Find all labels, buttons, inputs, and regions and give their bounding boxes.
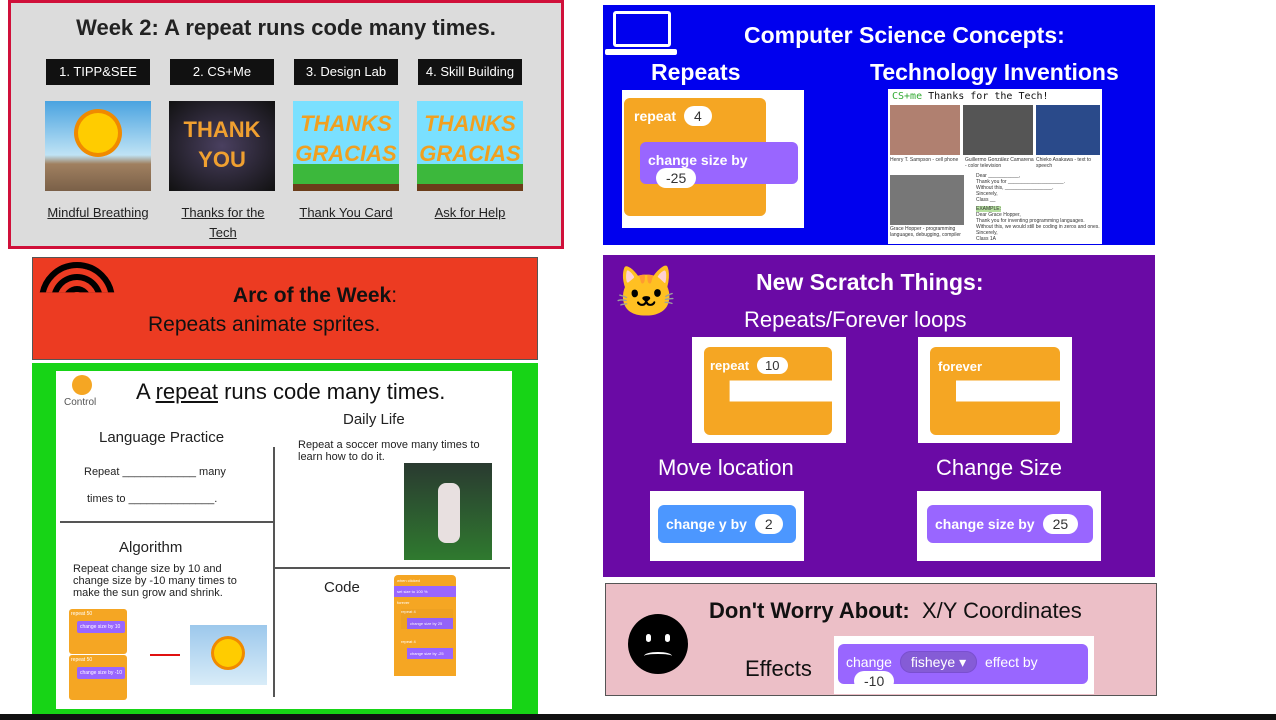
repeat-label: repeat (634, 108, 677, 124)
tab-cs-me[interactable]: 2. CS+Me (170, 59, 274, 85)
code-heading: Code (324, 579, 360, 596)
link-ask-for-help[interactable]: Ask for Help (434, 205, 506, 220)
thanks-gracias-image-2[interactable]: THANKS GRACIAS (417, 101, 523, 191)
tab-skill-building[interactable]: 4. Skill Building (418, 59, 522, 85)
dont-worry-title: Don't Worry About: (709, 598, 910, 623)
link-thank-you-card[interactable]: Thank You Card (299, 205, 393, 220)
worried-face-icon (628, 614, 688, 674)
code-script: when clicked set size to 100 % forever r… (394, 575, 456, 705)
link-thanks-for-tech[interactable]: Thanks for the Tech (181, 205, 265, 240)
change-size-label: change size by (648, 152, 748, 168)
scratch-subtitle: Repeats/Forever loops (744, 307, 967, 332)
soccer-player-image (404, 463, 492, 560)
daily-life-heading: Daily Life (343, 411, 405, 428)
person-caption: Guillermo González Camarena - color tele… (965, 157, 1034, 169)
thanks-gracias-image[interactable]: THANKS GRACIAS (293, 101, 399, 191)
thank-you-image[interactable]: THANK YOU (169, 101, 275, 191)
cs-me-brand: CS+me (892, 91, 923, 102)
repeat-value: 4 (684, 106, 712, 126)
forever-loop-image: forever (918, 337, 1072, 443)
laptop-base-icon (605, 49, 677, 55)
control-category-icon (72, 375, 92, 395)
week-panel: Week 2: A repeat runs code many times. 1… (8, 0, 564, 249)
scratch-cat-icon: 🐱 (615, 264, 678, 320)
xy-coordinates-label: X/Y Coordinates (921, 598, 1082, 623)
repeats-heading: Repeats (651, 59, 741, 85)
daily-life-text: Repeat a soccer move many times to learn… (298, 439, 480, 463)
link-mindful-breathing[interactable]: Mindful Breathing (47, 205, 149, 220)
algorithm-heading: Algorithm (119, 539, 183, 556)
week-title: Week 2: A repeat runs code many times. (76, 15, 496, 40)
repeat-block-image: repeat 4 change size by-25 (622, 90, 804, 228)
thanks-for-tech-image: CS+me Thanks for the Tech! Henry T. Samp… (888, 89, 1102, 244)
tech-inventions-heading: Technology Inventions (870, 59, 1119, 85)
language-practice-heading: Language Practice (99, 429, 225, 446)
worksheet: Control A repeat runs code many times. L… (56, 371, 512, 709)
person-caption: Grace Hopper - programming languages, de… (890, 226, 961, 238)
cs-concepts-panel: Computer Science Concepts: Repeats Techn… (603, 5, 1155, 245)
scratch-title: New Scratch Things: (756, 269, 984, 295)
effect-block-image: change fisheye ▾ effect by-10 (834, 636, 1094, 694)
sun-image (190, 625, 267, 685)
person-caption: Chieko Asakawa - text to speech (1036, 157, 1092, 169)
effects-label: Effects (745, 656, 812, 681)
cs-title: Computer Science Concepts: (744, 22, 1065, 48)
algorithm-text: Repeat change size by 10 and change size… (73, 563, 237, 599)
worksheet-panel: Control A repeat runs code many times. L… (32, 363, 538, 716)
language-line-1: Repeat ____________ many (84, 466, 226, 478)
tab-tipp-see[interactable]: 1. TIPP&SEE (46, 59, 150, 85)
arc-subtitle: Repeats animate sprites. (148, 313, 381, 336)
control-label: Control (64, 397, 97, 408)
change-size-value: -25 (656, 168, 697, 188)
move-location-heading: Move location (658, 455, 794, 480)
arrow-right-icon (150, 654, 180, 656)
worksheet-title: A repeat runs code many times. (136, 379, 446, 404)
letter-template: Dear ___________,Thank you for _________… (976, 173, 1100, 242)
new-scratch-things-panel: 🐱 New Scratch Things: Repeats/Forever lo… (603, 255, 1155, 577)
sun-image[interactable] (45, 101, 151, 191)
person-caption: Henry T. Sampson - cell phone (890, 157, 959, 163)
bottom-bar (0, 714, 1276, 720)
tech-title: Thanks for the Tech! (928, 91, 1049, 102)
dont-worry-panel: Don't Worry About: X/Y Coordinates Effec… (605, 583, 1157, 696)
tab-design-lab[interactable]: 3. Design Lab (294, 59, 398, 85)
laptop-icon (613, 11, 671, 47)
arc-of-week-panel: Arc of the Week: Repeats animate sprites… (32, 257, 538, 360)
change-size-heading: Change Size (936, 455, 1062, 480)
language-line-2: times to ______________. (87, 493, 218, 505)
arc-title: Arc of the Week (232, 284, 392, 307)
